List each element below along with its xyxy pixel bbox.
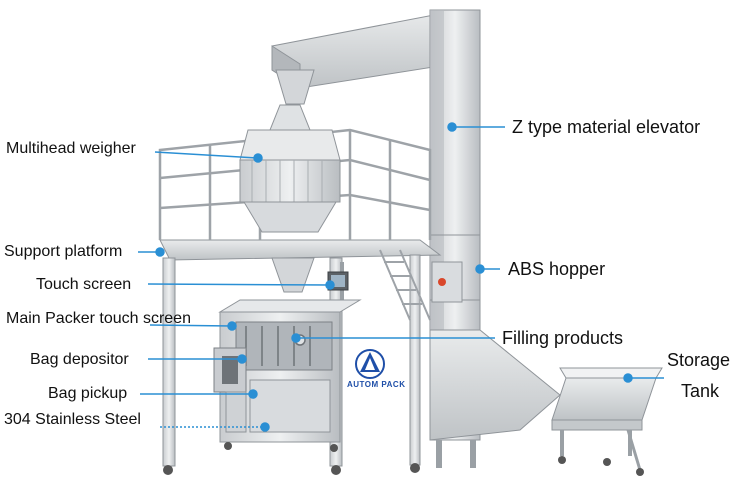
multihead-weigher <box>239 104 341 293</box>
main-packer <box>163 299 420 475</box>
storage-tank <box>551 367 663 476</box>
callout-lines <box>138 122 664 432</box>
label-filling-products: Filling products <box>502 328 624 348</box>
abs-hopper <box>431 261 463 303</box>
z-elevator <box>271 9 561 468</box>
label-tank: Tank <box>681 381 720 401</box>
label-z-elevator: Z type material elevator <box>512 117 701 137</box>
brand-logo <box>355 349 385 379</box>
label-storage: Storage <box>667 350 731 370</box>
label-main-packer-touch-screen: Main Packer touch screen <box>6 310 191 327</box>
label-touch-screen: Touch screen <box>36 276 132 293</box>
label-bag-pickup: Bag pickup <box>48 385 128 402</box>
label-multihead-weigher: Multihead weigher <box>6 140 136 157</box>
label-stainless-steel: 304 Stainless Steel <box>4 411 141 428</box>
label-bag-depositor: Bag depositor <box>30 351 129 368</box>
label-support-platform: Support platform <box>4 243 123 260</box>
label-abs-hopper: ABS hopper <box>508 259 606 279</box>
brand-logo-text: AUTOM PACK <box>347 380 406 389</box>
